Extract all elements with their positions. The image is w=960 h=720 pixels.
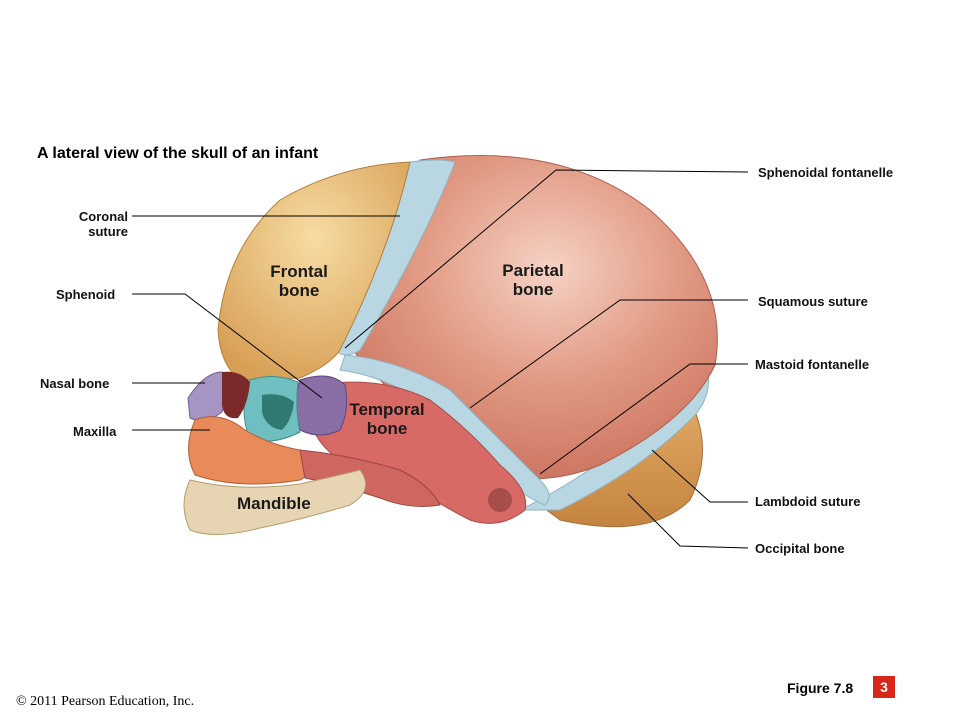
figure-number: Figure 7.8 — [787, 680, 854, 696]
mastoid-detail — [488, 488, 512, 512]
leader-mastoid — [539, 363, 748, 475]
label-temporal-bone: Temporal bone — [342, 400, 432, 438]
leader-squamous — [469, 299, 748, 409]
label-occipital-bone: Occipital bone — [755, 541, 845, 556]
leader-occipital — [627, 493, 749, 549]
label-coronal-line1: Coronal — [78, 209, 128, 224]
label-parietal-line1: Parietal — [502, 261, 564, 280]
label-frontal-line1: Frontal — [270, 262, 328, 281]
label-mastoid-fontanelle: Mastoid fontanelle — [755, 357, 870, 372]
orbit-dark-shape — [262, 394, 294, 430]
label-lambdoid-suture: Lambdoid suture — [755, 494, 861, 509]
mandible-shape — [183, 469, 367, 536]
label-frontal-line2: bone — [278, 281, 320, 300]
label-frontal-bone: Frontal bone — [264, 262, 334, 300]
figure-title: A lateral view of the skull of an infant — [37, 145, 319, 162]
label-nasal-bone: Nasal bone — [40, 376, 110, 391]
nasal-bone-shape — [187, 371, 227, 421]
leader-lines — [132, 169, 749, 549]
label-mandible: Mandible — [237, 494, 311, 513]
label-sphenoid: Sphenoid — [56, 287, 116, 302]
label-temporal-line1: Temporal — [349, 400, 425, 419]
label-temporal-line2: bone — [366, 419, 408, 438]
leader-sphenoidal-fontanelle — [344, 169, 749, 349]
label-parietal-line2: bone — [512, 280, 554, 299]
copyright-text: © 2011 Pearson Education, Inc. — [16, 694, 195, 709]
label-parietal-bone: Parietal bone — [494, 261, 572, 299]
leader-sphenoid — [132, 293, 323, 399]
orbit-cavity-shape — [222, 371, 250, 419]
slide-badge: 3 — [873, 676, 895, 698]
sphenoid-shape — [295, 375, 348, 436]
label-coronal-suture: Coronal suture — [60, 209, 128, 239]
label-maxilla: Maxilla — [73, 424, 117, 439]
label-coronal-line2: suture — [88, 224, 128, 239]
label-squamous-suture: Squamous suture — [758, 294, 868, 309]
label-sphenoidal-fontanelle: Sphenoidal fontanelle — [758, 165, 894, 180]
leader-lambdoid — [651, 449, 748, 503]
